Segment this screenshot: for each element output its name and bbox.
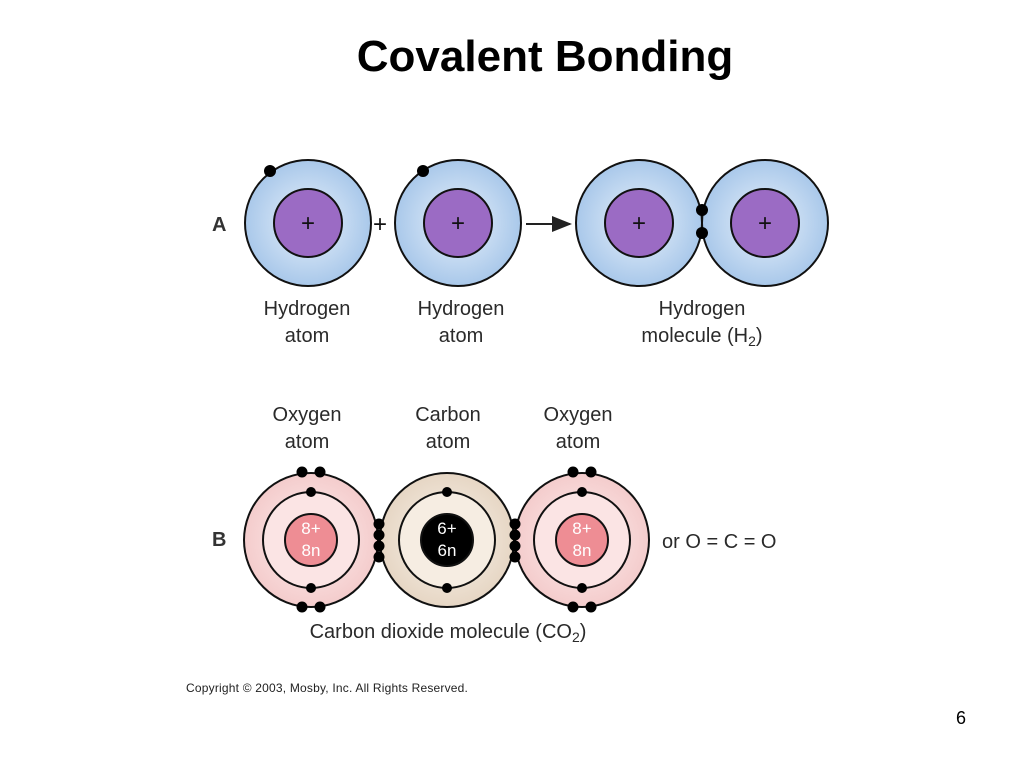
label-hydrogen-2-line1: Hydrogen [418,298,505,320]
nucleus-charge: + [451,210,465,237]
label-oxygen-right-line2: atom [556,431,600,453]
electron [567,601,579,613]
hydrogen-atom-2: + [394,159,522,287]
label-hydrogen-1-line2: atom [285,325,329,347]
nucleus-charge: 8+ [301,519,320,538]
electron [296,466,308,478]
label-molecule-text: molecule (H [641,325,748,347]
shared-electron [373,551,385,563]
nucleus-neutrons: 8n [573,541,592,560]
hydrogen-atom-1: + [244,159,372,287]
nucleus-charge: 6+ [437,519,456,538]
nucleus-charge: 8+ [572,519,591,538]
panel-a-label: A [212,214,226,236]
shared-electrons-right [509,518,521,563]
shared-electron [509,551,521,563]
oxygen-atom-left: 8+ 8n [243,466,379,613]
co2-caption: Carbon dioxide molecule (CO2) [310,621,587,645]
shared-electron [373,529,385,541]
page-number: 6 [955,708,966,728]
copyright-notice: Copyright © 2003, Mosby, Inc. All Rights… [186,681,469,695]
shared-electron [509,518,521,530]
plus-sign: + [373,211,387,238]
electron [306,487,316,497]
electron [306,583,316,593]
label-molecule-line2: molecule (H2) [641,325,762,349]
electron [577,583,587,593]
hydrogen-molecule: + + [575,159,829,287]
electron [567,466,579,478]
carbon-nucleus [420,513,474,567]
oxygen-nucleus [284,513,338,567]
label-oxygen-right-line1: Oxygen [544,404,613,426]
co2-structural-formula: or O = C = O [662,531,776,553]
hydrogen-nucleus [273,188,343,258]
electron [442,583,452,593]
label-hydrogen-2-line2: atom [439,325,483,347]
label-oxygen-left-line1: Oxygen [273,404,342,426]
co2-caption-subscript: 2 [572,629,580,645]
label-molecule-line1: Hydrogen [659,298,746,320]
nucleus-charge: + [632,210,646,237]
shared-electron [373,518,385,530]
electron [417,165,429,177]
label-oxygen-left-line2: atom [285,431,329,453]
hydrogen-nucleus [730,188,800,258]
hydrogen-nucleus [604,188,674,258]
co2-caption-end: ) [580,621,587,643]
electron [585,466,597,478]
oxygen-atom-right: 8+ 8n [514,466,650,613]
co2-caption-text: Carbon dioxide molecule (CO [310,621,572,643]
electron [442,487,452,497]
label-carbon-line2: atom [426,431,470,453]
carbon-atom: 6+ 6n [379,472,515,608]
shared-electron [509,540,521,552]
shared-electron [696,204,708,216]
electron [314,466,326,478]
electron [577,487,587,497]
nucleus-neutrons: 6n [438,541,457,560]
shared-electrons-left [373,518,385,563]
electron [264,165,276,177]
hydrogen-nucleus [423,188,493,258]
label-hydrogen-1-line1: Hydrogen [264,298,351,320]
label-carbon-line1: Carbon [415,404,481,426]
electron [314,601,326,613]
label-molecule-end: ) [756,325,763,347]
electron [296,601,308,613]
label-molecule-subscript: 2 [748,333,756,349]
nucleus-charge: + [301,210,315,237]
oxygen-nucleus [555,513,609,567]
shared-electron [373,540,385,552]
nucleus-neutrons: 8n [302,541,321,560]
electron [585,601,597,613]
panel-b-label: B [212,529,226,551]
slide-title: Covalent Bonding [356,32,734,81]
shared-electron [509,529,521,541]
nucleus-charge: + [758,210,772,237]
shared-electron [696,227,708,239]
